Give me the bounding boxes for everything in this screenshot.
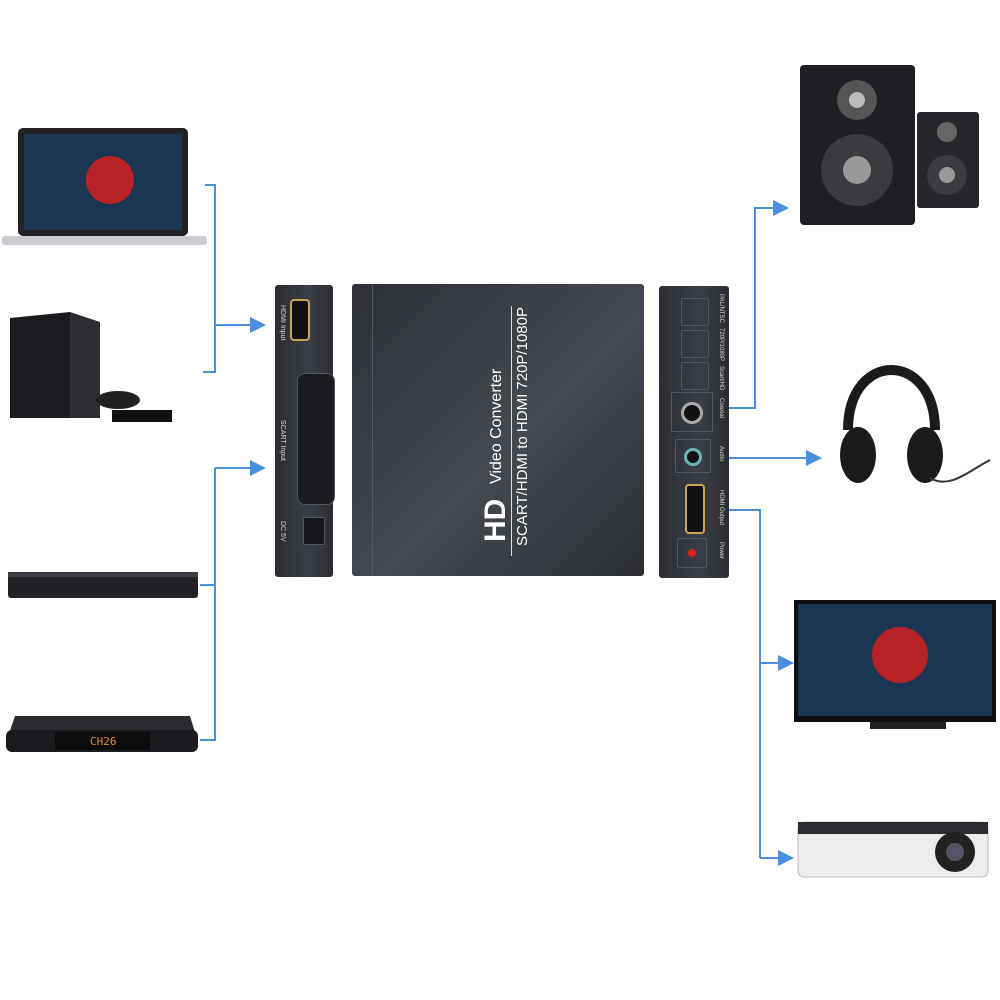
hdmi-output-port[interactable] [685, 484, 705, 534]
speakers-image [800, 65, 979, 225]
scart-input-port[interactable] [297, 373, 335, 505]
dc-power-port[interactable] [303, 517, 325, 545]
line-players [200, 584, 216, 741]
laptop-image [2, 128, 207, 245]
converter-top: HD Video Converter SCART/HDMI to HDMI 72… [352, 284, 644, 576]
game-console-image [10, 312, 172, 422]
edge-line [372, 284, 373, 576]
scart-hd-label: Scart/HD [718, 366, 724, 391]
headphones-image [840, 365, 991, 483]
line-laptop [203, 184, 216, 373]
dc-label: DC 5V [279, 521, 286, 542]
power-label: Power [718, 542, 724, 560]
converter-subtitle: SCART/HDMI to HDMI 720P/1080P [514, 307, 531, 546]
projector-image [797, 821, 989, 878]
input-panel: HDMI Input SCART Input DC 5V [275, 285, 335, 577]
output-panel: PAL/NTSC 720P/1080P Scart/HD Coaxial Aud… [659, 286, 729, 578]
coaxial-port[interactable] [671, 392, 713, 432]
scart-hd-button[interactable] [681, 362, 709, 390]
scart-input-label: SCART Input [279, 420, 286, 461]
hdmi-output-label: HDMI Output [718, 490, 724, 526]
audio-label: Audio [718, 446, 724, 462]
bluray-player-image [8, 572, 198, 598]
converter-logo: HD [479, 498, 512, 542]
set-top-box-display: CH26 [90, 735, 117, 748]
hdmi-input-label: HDMI Input [279, 305, 286, 341]
resolution-button[interactable] [681, 330, 709, 358]
set-top-box-image [6, 716, 198, 752]
hdmi-input-port[interactable] [290, 299, 310, 341]
pal-ntsc-label: PAL/NTSC [718, 294, 724, 323]
divider [511, 306, 512, 556]
converter-title: Video Converter [488, 368, 505, 484]
pal-ntsc-button[interactable] [681, 298, 709, 326]
tv-image [794, 600, 996, 729]
audio-port[interactable] [675, 439, 711, 473]
resolution-label: 720P/1080P [718, 328, 724, 362]
coaxial-label: Coaxial [718, 398, 724, 419]
power-led [677, 538, 707, 568]
